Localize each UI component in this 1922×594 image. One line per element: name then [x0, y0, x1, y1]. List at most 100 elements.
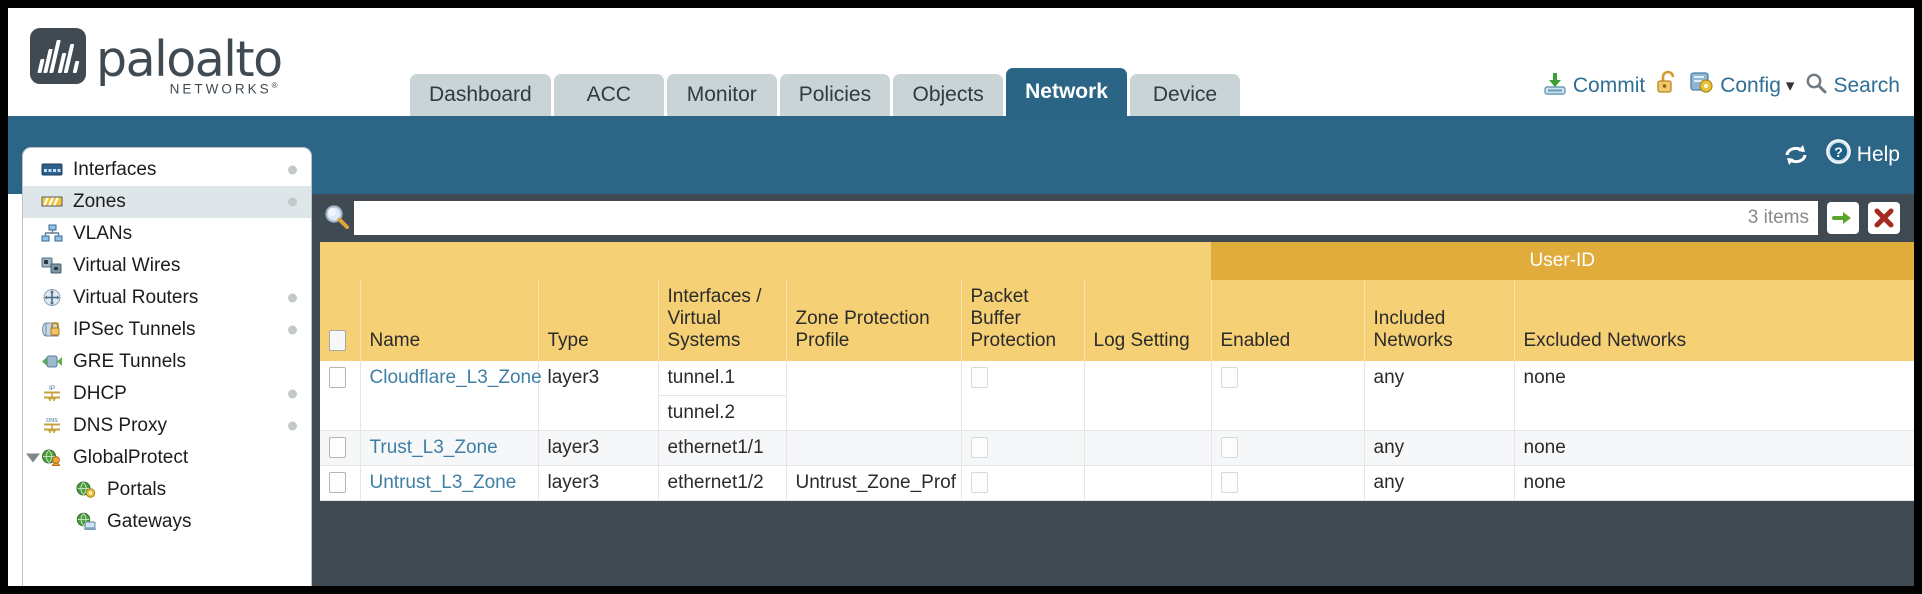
virtual-wires-icon	[41, 256, 65, 276]
select-all-checkbox[interactable]	[329, 330, 346, 352]
search-label: Search	[1833, 74, 1900, 97]
cell-userid-enabled[interactable]	[1211, 430, 1365, 466]
ipsec-tunnels-icon	[41, 320, 65, 340]
tab-policies[interactable]: Policies	[779, 74, 891, 116]
search-magnifier-icon[interactable]	[320, 201, 354, 235]
items-count-label: 3 items	[1747, 207, 1809, 228]
sidebar-item-virtual-routers[interactable]: Virtual Routers	[23, 282, 311, 314]
interfaces-list: ethernet1/1	[659, 431, 786, 465]
cell-packet-buffer-protection[interactable]	[961, 361, 1085, 431]
config-menu[interactable]: Config ▾	[1689, 70, 1794, 102]
zone-name-link[interactable]: Untrust_L3_Zone	[369, 472, 517, 493]
sidebar-item-status-dot[interactable]	[288, 325, 297, 335]
packet-buffer-checkbox[interactable]	[970, 367, 988, 389]
search-input[interactable]	[362, 203, 1842, 233]
col-header-name[interactable]: Name	[360, 280, 539, 361]
zone-name-link[interactable]: Cloudflare_L3_Zone	[369, 367, 542, 388]
cell-interfaces: ethernet1/2	[658, 465, 787, 501]
sidebar-item-label: Zones	[73, 191, 126, 212]
row-select-cell[interactable]	[320, 465, 361, 501]
global-search-button[interactable]: Search	[1804, 71, 1900, 101]
cell-userid-enabled[interactable]	[1211, 361, 1365, 431]
tab-objects[interactable]: Objects	[893, 74, 1004, 116]
sidebar-item-label: GRE Tunnels	[73, 351, 186, 372]
tab-device[interactable]: Device	[1129, 74, 1240, 116]
unlock-padlock-icon	[1655, 70, 1679, 102]
sidebar-item-ipsec-tunnels[interactable]: IPSec Tunnels	[23, 314, 311, 346]
tab-network[interactable]: Network	[1006, 68, 1127, 116]
col-header-zone-protection[interactable]: Zone Protection Profile	[786, 280, 962, 361]
cell-packet-buffer-protection[interactable]	[961, 465, 1085, 501]
sidebar-item-globalprotect[interactable]: GlobalProtect	[23, 442, 311, 474]
brand-logo: paloalto NETWORKS®	[30, 28, 283, 96]
row-checkbox[interactable]	[329, 437, 346, 459]
cell-type: layer3	[538, 361, 659, 431]
col-header-included-networks[interactable]: Included Networks	[1364, 280, 1515, 361]
sidebar-item-virtual-wires[interactable]: Virtual Wires	[23, 250, 311, 282]
clear-filter-button[interactable]	[1868, 202, 1900, 234]
col-header-log-setting[interactable]: Log Setting	[1084, 280, 1212, 361]
sidebar-item-status-dot[interactable]	[288, 293, 297, 303]
sidebar-item-status-dot[interactable]	[288, 389, 297, 399]
chevron-down-icon[interactable]	[26, 453, 40, 463]
paloalto-logo-icon	[30, 28, 86, 84]
cell-type: layer3	[538, 465, 659, 501]
sidebar-item-gateways[interactable]: Gateways	[23, 506, 311, 538]
commit-button[interactable]: Commit	[1542, 70, 1645, 102]
interface-item: tunnel.1	[658, 361, 786, 396]
col-header-userid-enabled[interactable]: Enabled	[1211, 280, 1365, 361]
packet-buffer-checkbox[interactable]	[970, 472, 988, 494]
cell-packet-buffer-protection[interactable]	[961, 430, 1085, 466]
search-input-wrapper[interactable]: 3 items	[354, 201, 1842, 235]
row-select-cell[interactable]	[320, 361, 361, 431]
col-header-packet-buffer[interactable]: Packet Buffer Protection	[961, 280, 1085, 361]
sidebar-item-portals[interactable]: Portals	[23, 474, 311, 506]
userid-enabled-checkbox[interactable]	[1220, 367, 1238, 389]
sidebar-item-label: DNS Proxy	[73, 415, 167, 436]
help-button[interactable]: ? Help	[1825, 138, 1900, 171]
sidebar-item-status-dot[interactable]	[288, 165, 297, 175]
sidebar-item-status-dot[interactable]	[288, 197, 297, 207]
cell-name[interactable]: Trust_L3_Zone	[360, 430, 539, 466]
commit-label: Commit	[1572, 74, 1646, 97]
zone-name-link[interactable]: Trust_L3_Zone	[369, 437, 498, 458]
sidebar-item-gre-tunnels[interactable]: GRE Tunnels	[23, 346, 311, 378]
packet-buffer-checkbox[interactable]	[970, 437, 988, 459]
interface-item: tunnel.2	[667, 402, 736, 423]
userid-enabled-checkbox[interactable]	[1220, 472, 1238, 494]
search-magnifier-icon	[1804, 71, 1828, 101]
sidebar-item-vlans[interactable]: VLANs	[23, 218, 311, 250]
col-header-excluded-networks[interactable]: Excluded Networks	[1514, 280, 1914, 361]
row-checkbox[interactable]	[329, 367, 346, 389]
vlans-icon	[41, 224, 65, 244]
cell-name[interactable]: Untrust_L3_Zone	[360, 465, 539, 501]
row-checkbox[interactable]	[329, 472, 346, 494]
sidebar-item-interfaces[interactable]: Interfaces	[23, 154, 311, 186]
tab-dashboard[interactable]: Dashboard	[410, 74, 551, 116]
tab-acc[interactable]: ACC	[553, 74, 664, 116]
cell-userid-enabled[interactable]	[1211, 465, 1365, 501]
refresh-button[interactable]	[1781, 142, 1811, 168]
chevron-down-icon: ▾	[1785, 76, 1795, 95]
userid-enabled-checkbox[interactable]	[1220, 437, 1238, 459]
unlock-button[interactable]	[1655, 70, 1679, 102]
gre-tunnels-icon	[41, 352, 65, 372]
sidebar-item-zones[interactable]: Zones	[23, 186, 311, 218]
sub-header-band: ? Help	[8, 116, 1914, 194]
cell-name[interactable]: Cloudflare_L3_Zone	[360, 361, 542, 431]
cell-excluded-networks: none	[1514, 361, 1914, 431]
sidebar-item-status-dot[interactable]	[288, 421, 297, 431]
tab-monitor[interactable]: Monitor	[666, 74, 777, 116]
config-wrench-icon	[1689, 70, 1715, 102]
col-header-interfaces[interactable]: Interfaces / Virtual Systems	[658, 280, 787, 361]
col-header-type[interactable]: Type	[538, 280, 659, 361]
select-all-cell[interactable]	[320, 280, 361, 361]
zones-icon	[41, 192, 65, 212]
row-select-cell[interactable]	[320, 430, 361, 466]
